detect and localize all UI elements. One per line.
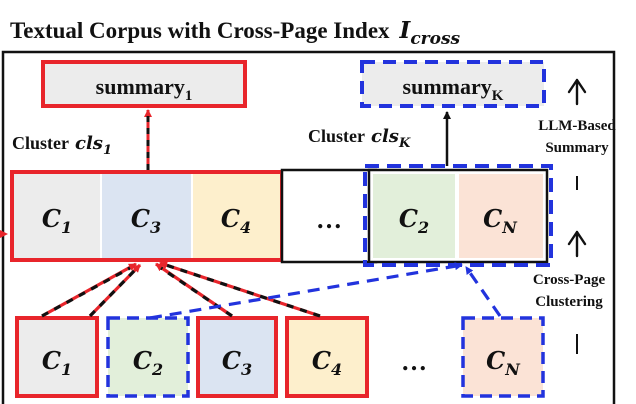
clustered-ellipsis-cell — [280, 168, 378, 264]
page-chunk-c1-label: C1 — [42, 346, 72, 379]
summary-1-label: summary1 — [96, 74, 193, 104]
clustered-chunk-row: C1 C3 C4 … C2 CN — [10, 164, 553, 267]
page-chunk-c4-box — [285, 316, 369, 398]
page-chunk-c1-box — [15, 316, 99, 398]
clustering-label-line-2: Clustering — [535, 294, 603, 310]
summary-1-node: summary1 — [41, 60, 247, 108]
cluster-1-assignment-arrows — [41, 261, 321, 318]
clustered-chunk-cn-cell — [459, 174, 543, 258]
clustered-chunk-c2-label: C2 — [399, 204, 429, 237]
clustered-chunk-c4-cell — [193, 174, 280, 258]
page-chunk-cn-box — [461, 316, 545, 398]
summary-k-node: summaryK — [360, 60, 546, 108]
arrow-up-icon — [567, 230, 587, 258]
summary-k-label: summaryK — [403, 74, 504, 104]
clustered-ellipsis: … — [316, 205, 342, 234]
clustered-chunk-c2-cell — [373, 174, 455, 258]
clustered-chunk-c3-cell — [102, 174, 191, 258]
page-chunk-cn-label: CN — [486, 346, 521, 379]
page-chunk-c3-box — [196, 316, 278, 398]
cross-page-clustering-step: Cross-Page Clustering — [533, 272, 606, 354]
page-ellipsis: … — [401, 347, 427, 376]
clustered-chunk-c4-label: C4 — [221, 204, 251, 237]
index-symbol: Icross — [399, 17, 461, 49]
clustered-chunk-c1-label: C1 — [42, 204, 72, 237]
page-chunk-c2-box — [106, 316, 190, 398]
corpus-frame — [1, 50, 616, 404]
llm-summary-label-line-1: LLM-Based — [538, 118, 616, 134]
page-chunk-row: C1 C2 C3 C4 … CN — [15, 316, 545, 398]
clustering-label-line-1: Cross-Page — [533, 272, 606, 288]
clustered-chunk-c3-label: C3 — [131, 204, 161, 237]
llm-summary-label-line-2: Summary — [545, 140, 609, 156]
cn-to-cluster-k-arrow — [464, 266, 502, 317]
diagram-title: Textual Corpus with Cross-Page Index — [10, 18, 390, 43]
left-edge-arrow — [0, 230, 8, 238]
clustered-chunk-c1-cell — [14, 174, 100, 258]
page-chunk-c4-label: C4 — [312, 346, 342, 379]
arrow-up-icon — [567, 78, 587, 106]
clustered-chunk-cn-label: CN — [483, 204, 518, 237]
llm-summary-step: LLM-Based Summary — [538, 118, 616, 190]
c2-to-cluster-k-arrow — [149, 262, 463, 320]
page-chunk-c3-label: C3 — [222, 346, 252, 379]
cluster-k-assignment-arrows — [149, 262, 502, 320]
page-chunk-c2-label: C2 — [133, 346, 163, 379]
